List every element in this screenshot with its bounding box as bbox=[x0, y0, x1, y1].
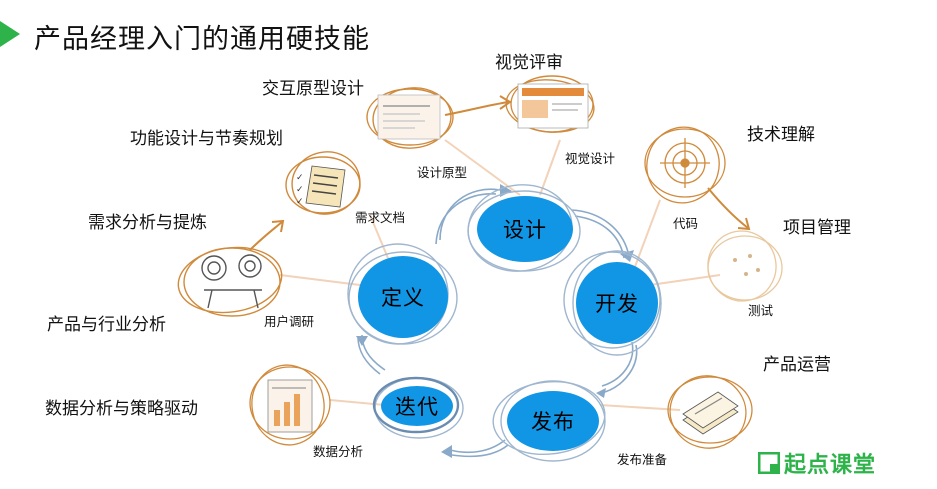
skill-visual-review: 视觉评审 bbox=[495, 53, 563, 73]
visual-design-sketch bbox=[505, 75, 595, 133]
skill-interaction-prototype: 交互原型设计 bbox=[262, 79, 364, 99]
node-design: 设计 bbox=[477, 196, 573, 262]
node-release: 发布 bbox=[507, 391, 599, 451]
testing-sketch bbox=[707, 230, 783, 302]
artifact-data-analysis: 数据分析 bbox=[313, 444, 364, 459]
brand-logo: 起点课堂 bbox=[758, 447, 876, 479]
artifact-design-prototype: 设计原型 bbox=[417, 165, 468, 180]
node-iterate: 迭代 bbox=[381, 386, 453, 426]
svg-text:✓: ✓ bbox=[296, 185, 304, 195]
artifact-testing: 测试 bbox=[748, 303, 774, 318]
release-prep-sketch bbox=[667, 375, 753, 449]
skill-product-operation: 产品运营 bbox=[763, 355, 831, 375]
data-analysis-sketch bbox=[249, 364, 331, 446]
qidian-logo-icon bbox=[758, 452, 780, 474]
node-rings bbox=[347, 184, 662, 462]
svg-text:✓: ✓ bbox=[296, 197, 304, 207]
requirement-doc-sketch: ✓ ✓ ✓ bbox=[285, 151, 361, 215]
artifact-visual-design: 视觉设计 bbox=[565, 151, 616, 166]
code-to-test-arrow bbox=[707, 187, 751, 231]
user-research-sketch bbox=[177, 246, 283, 317]
skill-project-management: 项目管理 bbox=[783, 218, 851, 238]
artifact-user-research: 用户调研 bbox=[264, 314, 315, 329]
prototype-to-visual-arrow bbox=[444, 95, 512, 116]
skill-industry-analysis: 产品与行业分析 bbox=[47, 315, 166, 335]
svg-text:✓: ✓ bbox=[296, 173, 304, 183]
node-define: 定义 bbox=[358, 256, 448, 338]
artifact-release-prep: 发布准备 bbox=[617, 452, 668, 467]
research-to-doc-arrow bbox=[249, 219, 285, 251]
artifact-code: 代码 bbox=[673, 216, 699, 231]
skill-data-analysis: 数据分析与策略驱动 bbox=[45, 399, 198, 419]
node-develop: 开发 bbox=[576, 262, 658, 344]
skill-requirement-analysis: 需求分析与提炼 bbox=[88, 213, 207, 233]
prototype-sketch bbox=[366, 87, 454, 149]
skill-feature-design: 功能设计与节奏规划 bbox=[130, 129, 283, 149]
artifact-requirement-doc: 需求文档 bbox=[355, 210, 406, 225]
page-title: 产品经理入门的通用硬技能 bbox=[34, 24, 370, 55]
title-arrow-icon bbox=[0, 21, 20, 47]
skill-tech-understanding: 技术理解 bbox=[747, 125, 815, 145]
code-sketch bbox=[644, 126, 726, 204]
logo-text: 起点课堂 bbox=[784, 453, 877, 478]
